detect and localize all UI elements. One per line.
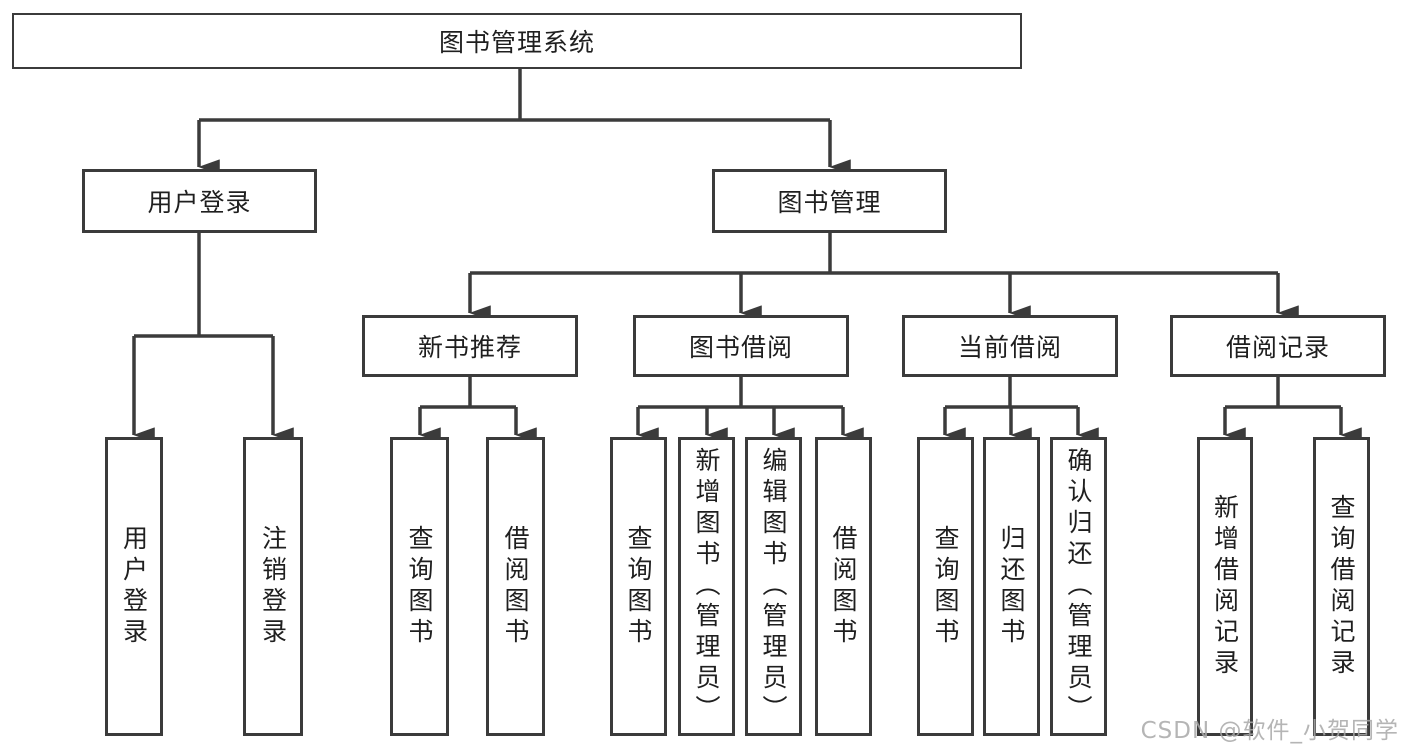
leaf-borrow-books-recommend-label: 借阅图书 xyxy=(501,524,530,649)
leaf-add-borrow-record: 新增借阅记录 xyxy=(1197,437,1253,736)
leaf-logout: 注销登录 xyxy=(243,437,303,736)
node-book-management-label: 图书管理 xyxy=(777,188,882,217)
leaf-add-book-admin: 新增图书（管理员） xyxy=(678,437,735,736)
leaf-query-books-recommend-label: 查询图书 xyxy=(405,524,434,649)
leaf-logout-label: 注销登录 xyxy=(258,524,288,649)
leaf-query-books-current-label: 查询图书 xyxy=(931,524,960,649)
leaf-borrow-books: 借阅图书 xyxy=(815,437,872,736)
node-current-borrowing: 当前借阅 xyxy=(902,315,1118,377)
node-borrowing-records-label: 借阅记录 xyxy=(1225,333,1330,362)
leaf-return-book-label: 归还图书 xyxy=(997,524,1026,649)
leaf-confirm-return-admin: 确认归还（管理员） xyxy=(1050,437,1107,736)
connector-borrow-record-split xyxy=(1225,375,1341,409)
leaf-borrow-books-recommend: 借阅图书 xyxy=(486,437,545,736)
node-current-borrowing-label: 当前借阅 xyxy=(957,333,1062,362)
node-user-login-label: 用户登录 xyxy=(147,188,252,217)
leaf-borrow-books-label: 借阅图书 xyxy=(829,524,858,649)
node-user-login: 用户登录 xyxy=(82,169,317,233)
csdn-watermark: CSDN @软件_小贺同学 xyxy=(1140,718,1399,744)
leaf-add-book-admin-label: 新增图书（管理员） xyxy=(692,447,721,726)
node-borrowing-records: 借阅记录 xyxy=(1170,315,1386,377)
leaf-return-book: 归还图书 xyxy=(983,437,1040,736)
leaf-confirm-return-admin-label: 确认归还（管理员） xyxy=(1064,447,1093,726)
connector-user-login-split xyxy=(134,231,273,338)
node-book-borrowing-label: 图书借阅 xyxy=(688,333,793,362)
node-new-book-recommendation: 新书推荐 xyxy=(362,315,578,377)
leaf-add-borrow-record-label: 新增借阅记录 xyxy=(1210,493,1240,680)
connector-book-borrow-split xyxy=(638,375,843,409)
connector-book-management-split xyxy=(470,231,1278,275)
leaf-query-books-borrow: 查询图书 xyxy=(610,437,667,736)
node-book-management: 图书管理 xyxy=(712,169,947,233)
leaf-user-login: 用户登录 xyxy=(105,437,163,736)
leaf-query-books-recommend: 查询图书 xyxy=(390,437,449,736)
leaf-query-books-current: 查询图书 xyxy=(917,437,974,736)
node-library-management-system: 图书管理系统 xyxy=(12,13,1022,69)
leaf-edit-book-admin-label: 编辑图书（管理员） xyxy=(759,447,788,726)
leaf-edit-book-admin: 编辑图书（管理员） xyxy=(745,437,802,736)
connector-current-borrow-split xyxy=(945,375,1078,409)
leaf-user-login-label: 用户登录 xyxy=(119,524,149,649)
node-book-borrowing: 图书借阅 xyxy=(633,315,849,377)
leaf-query-borrow-record-label: 查询借阅记录 xyxy=(1327,493,1356,680)
leaf-query-borrow-record: 查询借阅记录 xyxy=(1313,437,1370,736)
leaf-query-books-borrow-label: 查询图书 xyxy=(624,524,653,649)
node-new-book-recommendation-label: 新书推荐 xyxy=(417,333,522,362)
connector-new-book-split xyxy=(420,375,516,409)
connector-root-split xyxy=(199,68,830,122)
node-library-management-system-label: 图书管理系统 xyxy=(438,28,595,57)
